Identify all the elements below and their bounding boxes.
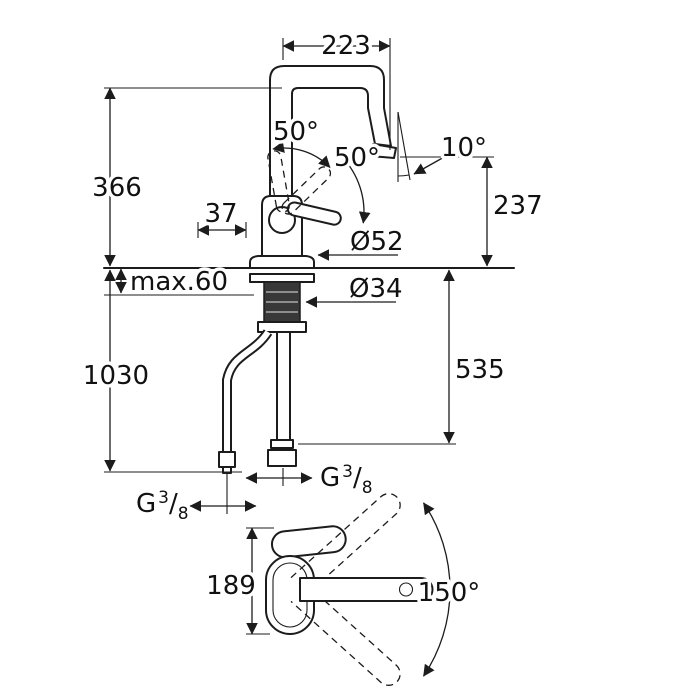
long-hose-inner	[224, 330, 271, 452]
body-outline	[261, 195, 303, 259]
dim-label-237: 237	[493, 191, 543, 221]
dim-label-189: 189	[206, 571, 256, 601]
mounting	[249, 273, 315, 333]
swivel-arc	[422, 502, 451, 677]
dia-label-34: Ø34	[349, 274, 403, 304]
check-valve	[267, 449, 297, 467]
angle-label-50-lower: 50°	[334, 143, 380, 173]
handle-lever-dashed-up	[267, 150, 291, 213]
top-view-aerator	[398, 582, 414, 597]
escutcheon	[249, 255, 315, 269]
dia-label-52: Ø52	[350, 227, 404, 257]
dim-label-37: 37	[204, 199, 237, 229]
arc-50-lower	[341, 155, 371, 224]
angle-label-10: 10°	[441, 133, 487, 163]
front-view	[103, 65, 515, 269]
dim-label-223: 223	[321, 31, 371, 61]
labels: 223 366 50° 50° 10° 237 37 Ø52 max.60 Ø3…	[79, 28, 546, 612]
angle-10-tilted	[397, 111, 411, 181]
angle-label-50-upper: 50°	[273, 117, 319, 147]
dim-label-1030: 1030	[83, 361, 149, 391]
handle-lever	[286, 201, 342, 226]
top-view-spout-dashed-down	[290, 583, 401, 686]
dim-label-max60: max.60	[130, 267, 228, 297]
dimensions	[104, 38, 494, 635]
top-view	[265, 493, 451, 686]
arc-50-upper	[272, 141, 331, 168]
angle-label-150: 150°	[418, 578, 481, 608]
dim-label-366: 366	[92, 173, 142, 203]
long-hose-nut	[218, 451, 236, 468]
mounting-nut	[257, 321, 307, 333]
short-hose-cap	[270, 439, 294, 449]
angle-10-arc	[397, 174, 410, 177]
hoses	[218, 329, 297, 474]
handle-lever-dashed-diagonal	[281, 166, 332, 215]
dim-label-535: 535	[455, 355, 505, 385]
top-view-handle	[270, 525, 347, 559]
mounting-washer	[249, 273, 315, 283]
angle-10-leader	[413, 155, 447, 175]
top-view-spout-dashed-up	[290, 493, 401, 596]
